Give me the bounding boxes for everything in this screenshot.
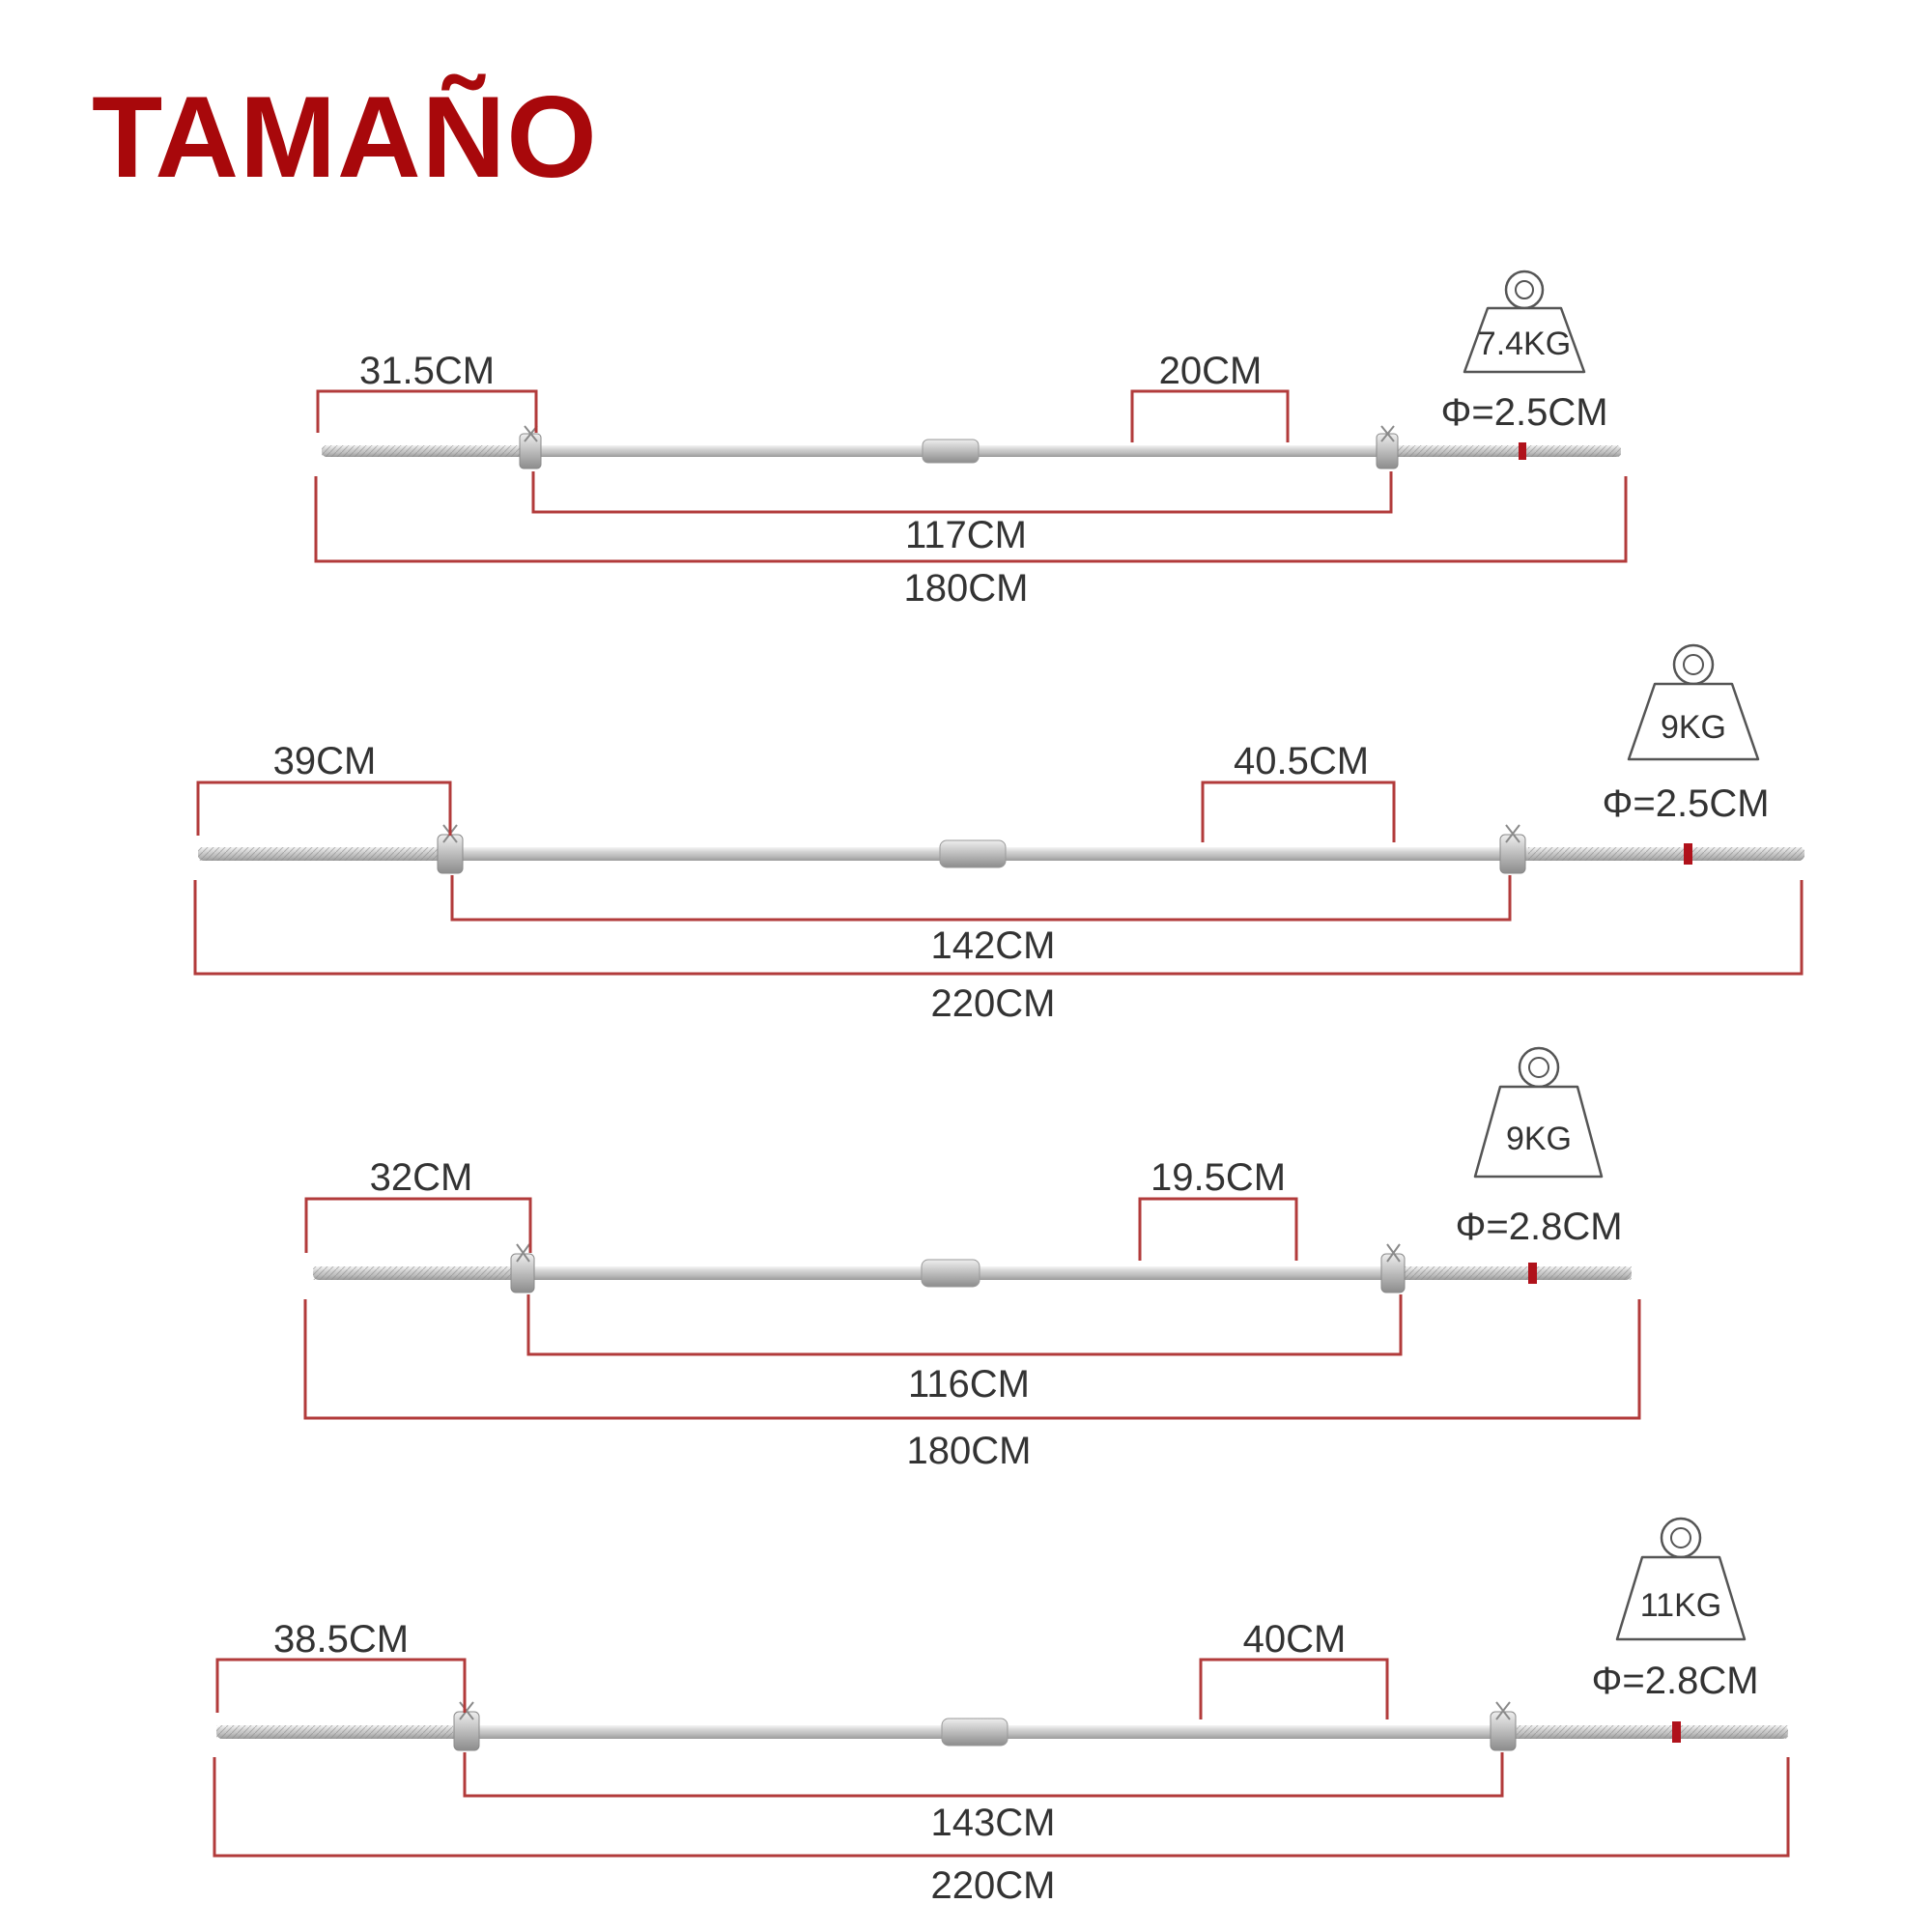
- barbell-2-total-bracket: [193, 880, 1804, 976]
- weight-icon: [1627, 643, 1760, 761]
- barbell-3-inner-bracket: [526, 1294, 1403, 1356]
- barbell-2-knurl-bracket: [1201, 781, 1396, 842]
- barbell-4-marker: [1672, 1721, 1681, 1743]
- barbell-4-knurl-label: 40CM: [1243, 1618, 1347, 1661]
- barbell-3-knurl-label: 19.5CM: [1151, 1156, 1286, 1199]
- barbell-1: 31.5CM 20CM 117CM 180CM 7.4KG Φ=2.5CM: [314, 270, 1628, 610]
- barbell-4-bar: [216, 1701, 1788, 1751]
- barbell-3-inner-label: 116CM: [908, 1363, 1030, 1406]
- barbell-1-sleeve-label: 31.5CM: [359, 350, 495, 392]
- barbell-2-total-label: 220CM: [931, 982, 1056, 1025]
- barbell-2-sleeve-bracket: [196, 781, 452, 836]
- barbell-2-bar: [198, 824, 1804, 874]
- barbell-4: 38.5CM 40CM 143CM 220CM 11KG Φ=2.8CM: [213, 1517, 1790, 1907]
- barbell-3-total-bracket: [303, 1299, 1641, 1420]
- barbell-1-total-bracket: [314, 476, 1628, 563]
- barbell-3: 32CM 19.5CM 116CM 180CM 9KG Φ=2.8CM: [303, 1046, 1641, 1472]
- barbell-3-diameter-label: Φ=2.8CM: [1455, 1206, 1622, 1248]
- barbell-3-knurl-bracket: [1138, 1197, 1298, 1261]
- barbell-3-sleeve-label: 32CM: [370, 1156, 473, 1199]
- barbell-2: 39CM 40.5CM 142CM 220CM 9KG Φ=2.5CM: [193, 643, 1804, 1025]
- barbell-4-total-label: 220CM: [931, 1864, 1056, 1907]
- barbell-3-weight-label: 9KG: [1506, 1121, 1572, 1157]
- page-title: TAMAÑO: [92, 72, 598, 202]
- barbell-4-knurl-bracket: [1199, 1658, 1389, 1719]
- barbell-3-marker: [1528, 1263, 1537, 1284]
- barbell-2-knurl-label: 40.5CM: [1234, 740, 1369, 782]
- barbell-1-marker: [1519, 442, 1526, 460]
- barbell-3-sleeve-bracket: [304, 1197, 532, 1253]
- barbell-4-sleeve-label: 38.5CM: [273, 1618, 409, 1661]
- barbell-2-inner-bracket: [450, 875, 1512, 922]
- weight-icon: [1473, 1046, 1604, 1179]
- barbell-2-diameter-label: Φ=2.5CM: [1602, 782, 1769, 825]
- barbell-2-inner-label: 142CM: [931, 924, 1056, 967]
- barbell-3-bar: [313, 1243, 1632, 1293]
- barbell-4-total-bracket: [213, 1757, 1790, 1858]
- barbell-3-total-label: 180CM: [907, 1430, 1032, 1472]
- barbell-1-bar: [322, 425, 1621, 469]
- barbell-4-diameter-label: Φ=2.8CM: [1591, 1660, 1758, 1702]
- barbell-1-sleeve-bracket: [316, 389, 538, 433]
- barbell-2-weight-label: 9KG: [1661, 709, 1726, 746]
- barbell-2-marker: [1684, 843, 1692, 865]
- barbell-4-sleeve-bracket: [215, 1658, 467, 1713]
- barbell-4-inner-bracket: [463, 1752, 1504, 1798]
- barbell-4-weight-label: 11KG: [1640, 1587, 1721, 1624]
- weight-icon: [1615, 1517, 1747, 1641]
- barbell-4-inner-label: 143CM: [931, 1802, 1056, 1844]
- barbell-1-weight-label: 7.4KG: [1478, 326, 1571, 362]
- barbell-1-knurl-label: 20CM: [1159, 350, 1263, 392]
- barbell-1-knurl-bracket: [1130, 389, 1290, 442]
- barbell-1-inner-bracket: [531, 471, 1393, 514]
- barbell-2-sleeve-label: 39CM: [273, 740, 377, 782]
- weight-icon: [1463, 270, 1586, 374]
- barbell-1-diameter-label: Φ=2.5CM: [1440, 391, 1607, 434]
- barbell-1-inner-label: 117CM: [905, 514, 1027, 556]
- barbell-1-total-label: 180CM: [904, 567, 1029, 610]
